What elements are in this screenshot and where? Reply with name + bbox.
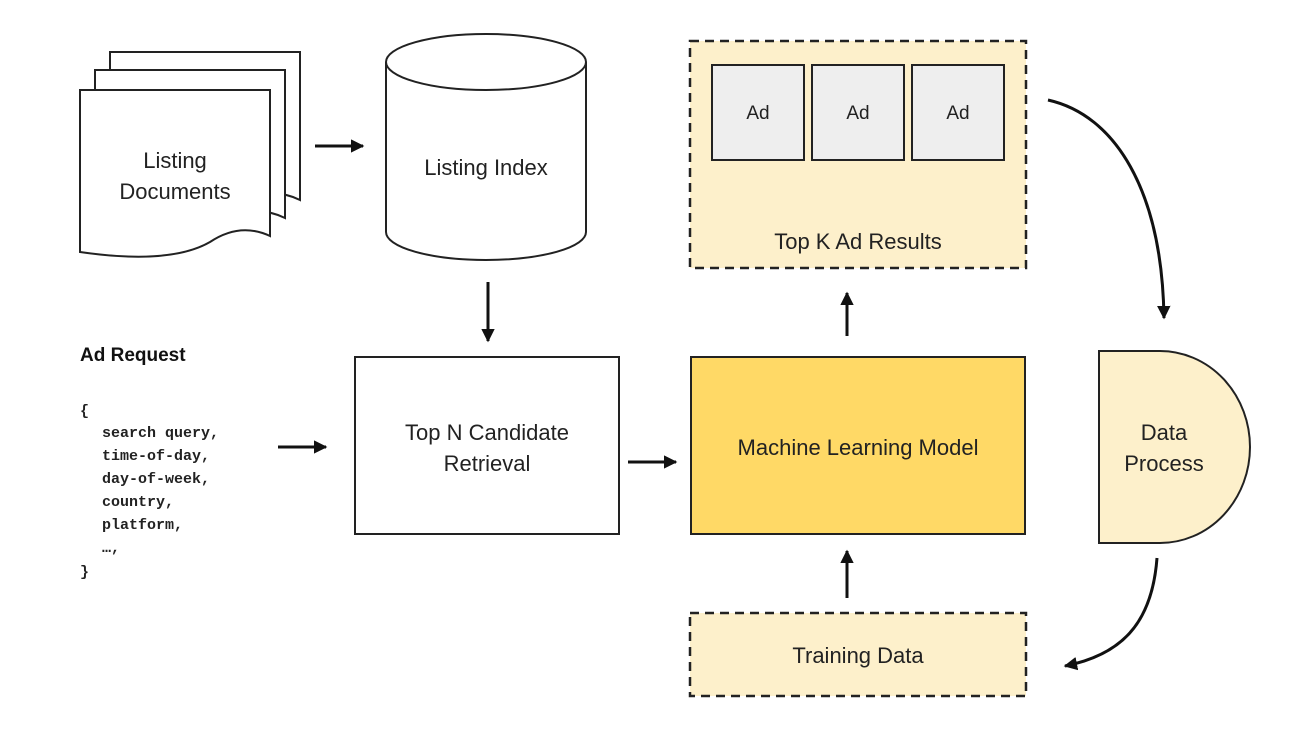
data-process-label-line2: Process xyxy=(1124,451,1203,476)
ad-request-block: Ad Request { search query, time-of-day, … xyxy=(80,345,219,581)
listing-index-label: Listing Index xyxy=(424,155,548,180)
training-data-label: Training Data xyxy=(792,643,924,668)
training-data-node: Training Data xyxy=(688,611,1028,698)
ad-request-field: search query, xyxy=(102,425,219,442)
arrow-topk-to-dataprocess xyxy=(1047,98,1171,320)
listing-documents-label-line1: Listing xyxy=(143,148,207,173)
candidate-retrieval-label-line1: Top N Candidate xyxy=(405,420,569,445)
ad-card: Ad xyxy=(811,64,905,161)
ad-card-label: Ad xyxy=(846,103,869,124)
ad-card-label: Ad xyxy=(946,103,969,124)
top-k-results-node: Ad Ad Ad Top K Ad Results xyxy=(688,39,1028,270)
listing-index-node: Listing Index xyxy=(385,33,587,261)
top-k-results-label: Top K Ad Results xyxy=(774,229,942,254)
data-process-node: Data Process xyxy=(1098,350,1251,544)
candidate-retrieval-node: Top N Candidate Retrieval xyxy=(354,356,620,535)
listing-documents-node: Listing Documents xyxy=(79,51,301,258)
ad-request-close-brace: } xyxy=(80,564,89,581)
ad-request-field: …, xyxy=(102,540,120,557)
ad-request-field: country, xyxy=(102,494,174,511)
ad-request-field: platform, xyxy=(102,517,183,534)
listing-documents-label-line2: Documents xyxy=(119,179,230,204)
ad-card: Ad xyxy=(711,64,805,161)
ad-request-field: day-of-week, xyxy=(102,471,210,488)
ad-card: Ad xyxy=(911,64,1005,161)
ad-request-open-brace: { xyxy=(80,403,89,420)
ad-request-title: Ad Request xyxy=(80,345,186,366)
data-process-label-line1: Data xyxy=(1141,420,1188,445)
ml-model-node: Machine Learning Model xyxy=(690,356,1026,535)
ml-model-label: Machine Learning Model xyxy=(738,435,979,460)
arrow-dataprocess-to-training xyxy=(1063,557,1159,671)
candidate-retrieval-label-line2: Retrieval xyxy=(444,451,531,476)
ad-card-label: Ad xyxy=(746,103,769,124)
ad-request-field: time-of-day, xyxy=(102,448,210,465)
